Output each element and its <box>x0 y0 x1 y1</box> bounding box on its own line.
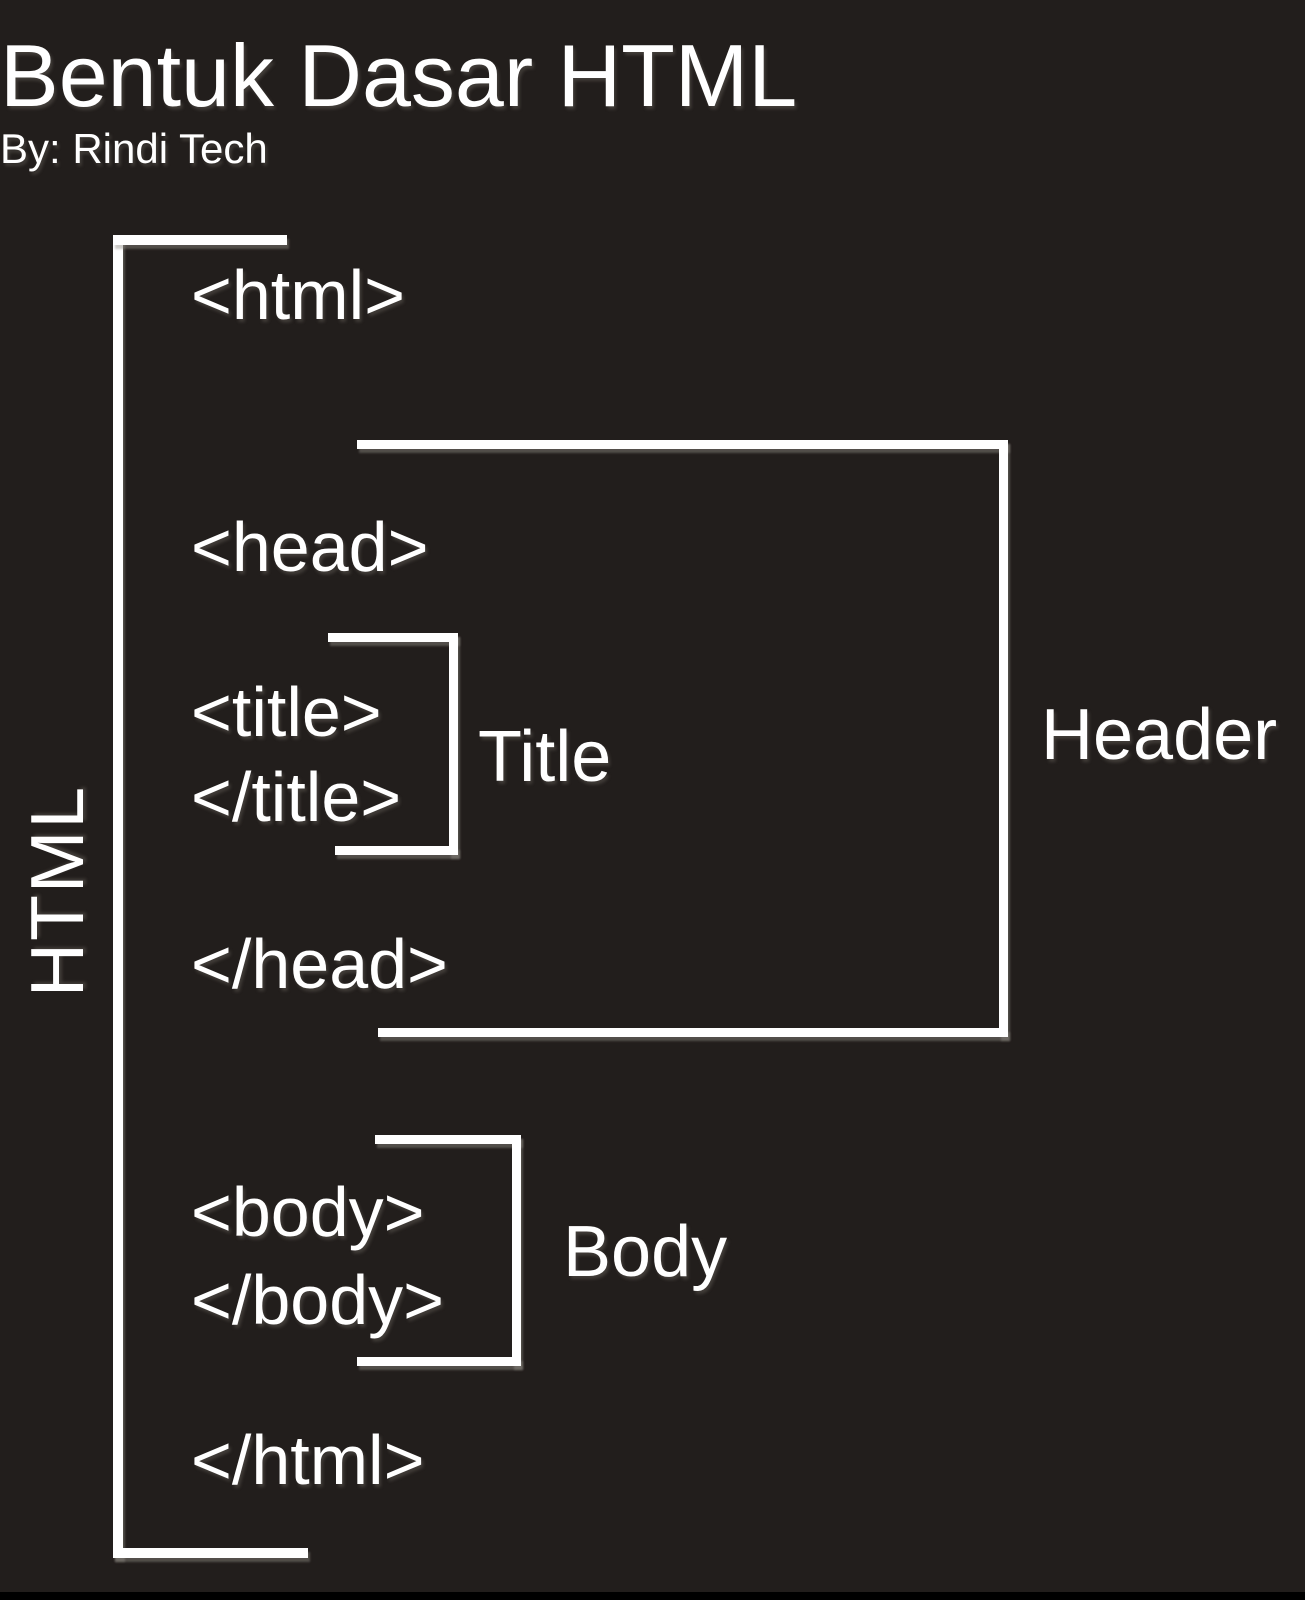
header-bracket-bottom-arm <box>378 1028 1008 1037</box>
html-bracket-top-arm <box>113 235 287 245</box>
tag-body-open: <body> <box>191 1173 425 1251</box>
tag-head-open: <head> <box>191 508 429 586</box>
label-header: Header <box>1041 695 1278 775</box>
label-body: Body <box>563 1212 728 1292</box>
bottom-edge-bar <box>0 1592 1305 1600</box>
header-bracket-top-arm <box>357 440 1008 449</box>
tag-title-close: </title> <box>191 758 402 836</box>
tag-title-open: <title> <box>191 673 382 751</box>
page-subtitle: By: Rindi Tech <box>0 125 268 172</box>
root-label: HTML <box>15 784 99 998</box>
label-title: Title <box>478 717 612 797</box>
title-bracket-bottom-arm <box>335 846 458 855</box>
html-bracket-bottom-arm <box>113 1548 308 1558</box>
header-bracket-stem <box>999 440 1008 1037</box>
page-title: Bentuk Dasar HTML <box>0 26 798 125</box>
body-bracket-top-arm <box>375 1135 521 1144</box>
html-bracket-stem <box>113 235 123 1558</box>
title-bracket-stem <box>449 633 458 855</box>
tag-body-close: </body> <box>191 1261 444 1339</box>
title-bracket-top-arm <box>328 633 458 642</box>
body-bracket-bottom-arm <box>357 1357 521 1366</box>
tag-html-open: <html> <box>191 256 405 334</box>
tag-head-close: </head> <box>191 925 448 1003</box>
tag-html-close: </html> <box>191 1421 425 1499</box>
body-bracket-stem <box>512 1135 521 1366</box>
